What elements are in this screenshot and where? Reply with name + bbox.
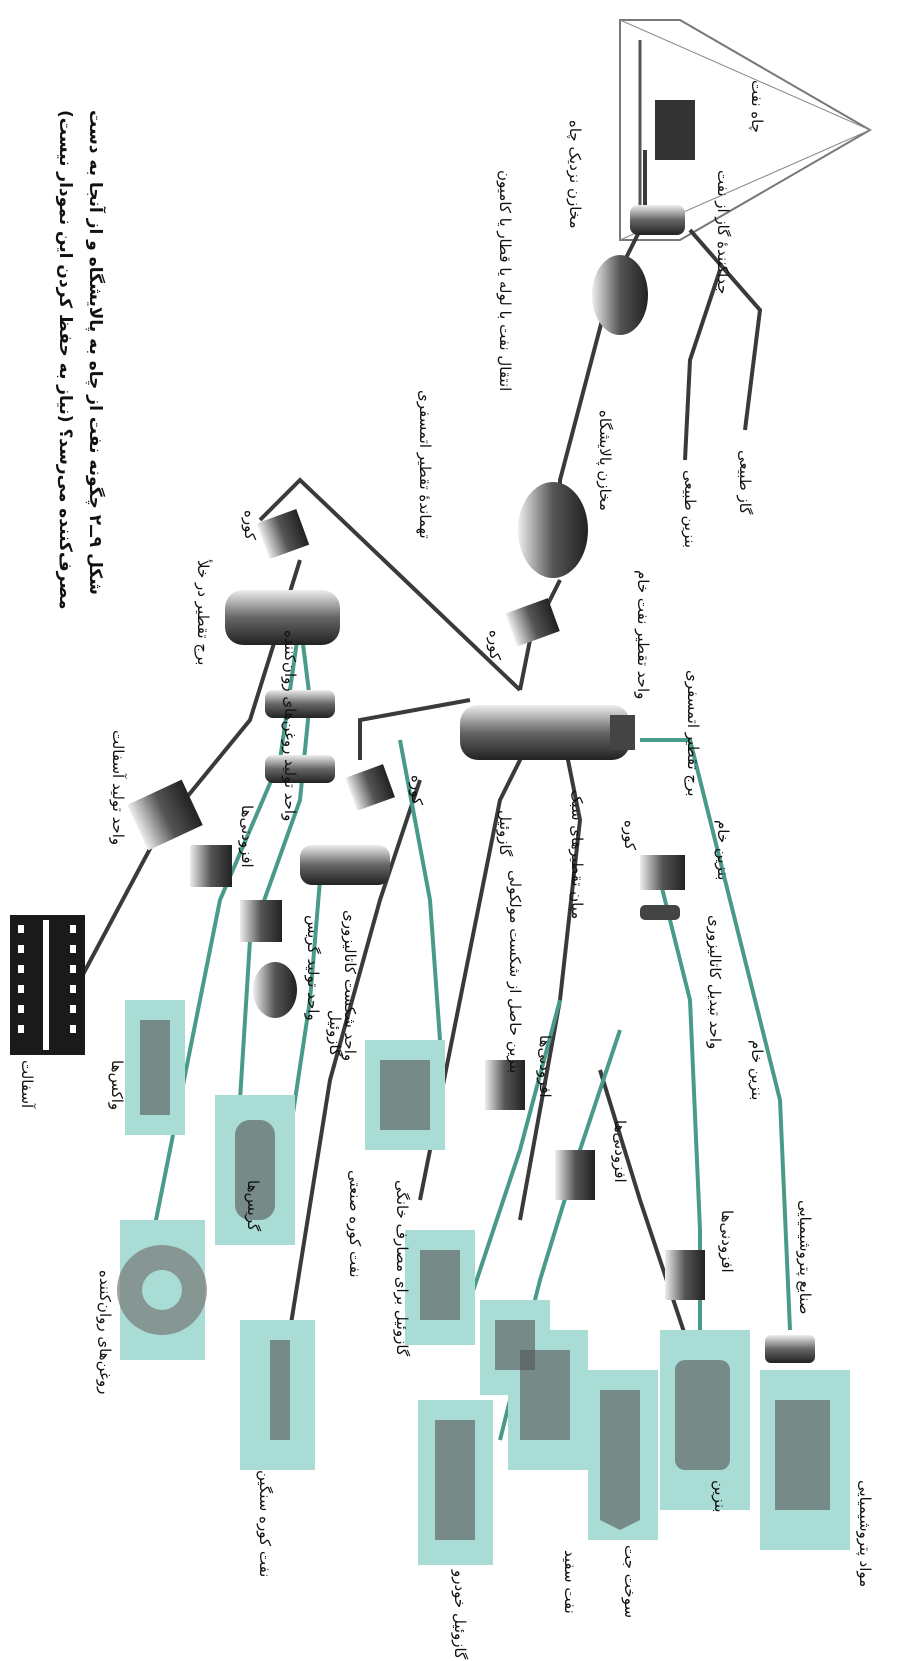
refinery-tank-icon [518,482,588,578]
furnace-3-icon [640,855,685,920]
lube-unit-icon [265,690,335,783]
dark-pipes [78,150,763,1351]
vacuum-tower-icon [225,590,340,645]
label-natural-gas: گاز طبیعی [736,450,754,515]
furnace-4-icon [345,764,395,811]
label-product-petrochem: مواد پتروشیمیایی [855,1480,874,1587]
label-product-kerosene: نفت سفید [561,1550,579,1614]
label-gasoil: گازوئیل [496,810,514,857]
caption-line-2: مصرف‌کننده می‌رسد؟ (نیاز به حفظ کردن این… [55,110,75,610]
furnace-1-icon [505,598,560,647]
label-furnace-4: کوره [408,775,426,806]
label-industrial-fuel: نفت کوره صنعتی [346,1170,364,1278]
labels: چاه نفت جداکنندهٔ گاز از نفت مخازن نزدیک… [18,80,874,1660]
product-illustrations [117,1020,830,1540]
atmospheric-tower-icon [460,705,635,760]
label-natural-gasoline: بنزین طبیعی [681,470,699,548]
label-furnace-1: کوره [486,630,504,661]
label-grease-unit: واحد تولید گریس [304,915,322,1021]
asphalt-road-icon [10,915,85,1055]
figure-caption: شکل ۹ــ۲ چگونه نفت از چاه به پالایشگاه و… [55,110,107,610]
label-vacuum-tower: برج تقطیر در خلأ [193,559,213,665]
label-product-lubricants: روغن‌های روان‌کننده [96,1270,114,1394]
catalytic-cracking-icon [300,845,390,885]
label-gasoil-industrial: گازوئیل [326,1010,344,1057]
label-additives-2: افزودنی‌ها [718,1210,736,1273]
label-additives-1: افزودنی‌ها [238,805,256,868]
label-catalytic-conversion: واحد تبدیل کاتالیزوری [706,915,724,1049]
label-transport: انتقال نفت با لوله یا قطار یا کامیون [496,170,514,391]
near-well-tank-icon [592,255,648,335]
label-atm-tower: برج تقطیر اتمسفری [683,670,702,797]
label-atm-residue: تهماندهٔ تقطیر اتمسفری [416,390,434,539]
label-crude-unit: واحد تقطیر نفت خام [634,570,652,699]
label-product-jet: سوخت جت [621,1545,639,1618]
caption-line-1: شکل ۹ــ۲ چگونه نفت از چاه به پالایشگاه و… [85,110,107,595]
label-petro-industry: صنایع پتروشیمیایی [795,1200,814,1315]
label-product-greases: گریس‌ها [244,1180,262,1232]
label-asphalt-unit: واحد تولید آسفالت [109,730,127,845]
label-catalytic-cracking: واحد شکست کاتالیزوری [341,910,359,1061]
label-raw-gasoline: بنزین خام [714,820,732,880]
label-product-asphalt: آسفالت [18,1060,36,1109]
label-refinery-tanks: مخازن پالایشگاه [595,410,614,511]
gas-separator-icon [630,205,685,235]
label-crude-gasoline-line: بنزین خام [748,1040,766,1100]
label-furnace-2: کوره [241,510,259,541]
label-additives-4: افزودنی‌ها [536,1035,554,1098]
label-light-middle: میان تقطیرهای سبک [568,790,586,919]
label-additives-3: افزودنی‌ها [611,1120,629,1183]
label-gas-separator: جداکنندهٔ گاز از نفت [714,170,732,294]
additives-units-icon [190,845,815,1363]
label-product-gasoline: بنزین [711,1480,729,1513]
label-household-gasoil: گازوئیل برای مصارف خانگی [393,1180,411,1357]
label-product-heavy-fuel: نفت کوره سنگین [256,1470,274,1577]
furnace-2-icon [256,508,310,560]
label-product-diesel: گازوئیل خودرو [451,1569,469,1660]
asphalt-unit-icon [127,779,203,851]
label-cracked-gasoline: بنزین حاصل از شکست مولکولی [506,870,524,1073]
label-oil-well: چاه نفت [748,80,766,133]
label-near-well-tanks: مخازن نزدیک چاه [566,120,584,229]
label-lube-unit: واحد تولید روغن‌های روان‌کننده [281,630,299,821]
label-product-waxes: واکس‌ها [108,1060,126,1110]
label-furnace-3: کوره [621,820,639,851]
